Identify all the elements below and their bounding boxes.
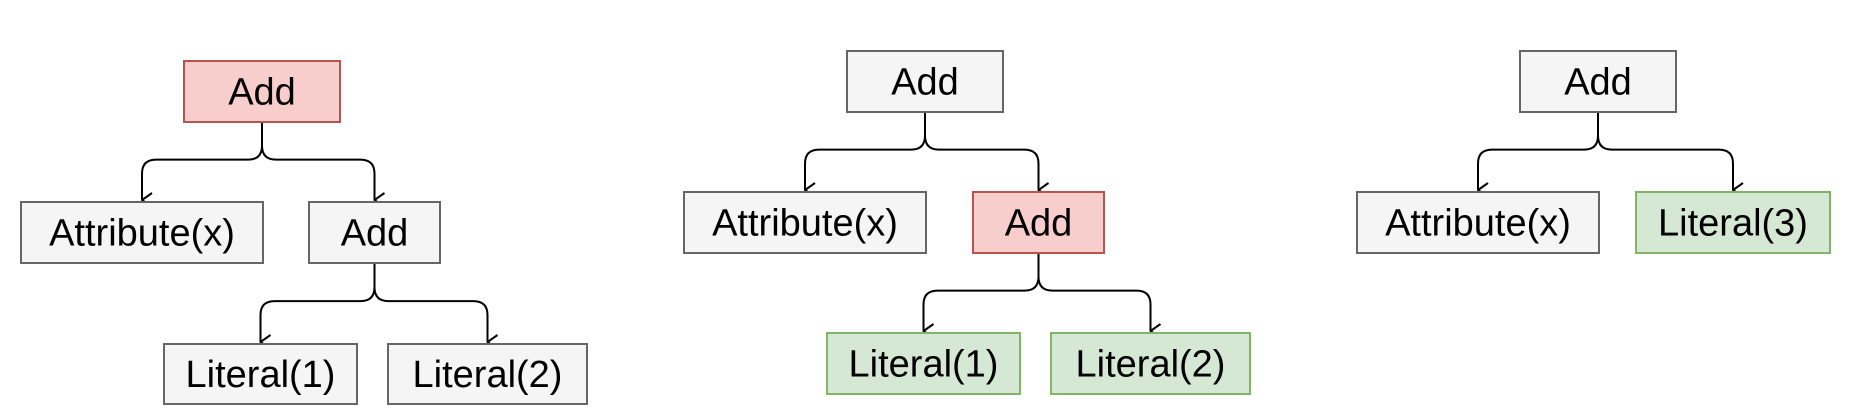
node-label: Literal(1) xyxy=(849,344,999,386)
tree-edge-arrow xyxy=(804,112,926,190)
tree-edge-arrow xyxy=(259,263,376,342)
tree-edge-arrow xyxy=(1597,112,1733,190)
node-box xyxy=(1050,332,1251,395)
tree-node-t2-add-root: Add xyxy=(846,50,1004,113)
node-label: Literal(3) xyxy=(1658,203,1808,245)
tree-node-t1-lit-2: Literal(2) xyxy=(387,343,588,405)
node-label: Add xyxy=(1005,203,1073,245)
node-box xyxy=(1635,191,1831,254)
tree-edge-arrow xyxy=(922,253,1040,331)
tree-node-t1-attr-x: Attribute(x) xyxy=(20,201,264,264)
node-label: Add xyxy=(891,62,959,104)
node-box xyxy=(972,191,1105,254)
node-box xyxy=(1356,191,1600,254)
node-box xyxy=(183,60,341,123)
tree-node-t1-lit-1: Literal(1) xyxy=(163,343,358,405)
node-label: Attribute(x) xyxy=(712,203,898,245)
node-box xyxy=(163,343,358,405)
tree-node-t3-lit-3: Literal(3) xyxy=(1635,191,1831,254)
tree-edge-arrow xyxy=(261,122,375,200)
node-box xyxy=(20,201,264,264)
node-box xyxy=(846,50,1004,113)
tree-edge-arrow xyxy=(1037,253,1151,331)
edge-layer xyxy=(141,112,1733,342)
tree-edge-arrow xyxy=(1477,112,1599,190)
tree-node-t2-add-inner: Add xyxy=(972,191,1105,254)
node-label: Add xyxy=(341,213,409,255)
tree-node-t3-attr-x: Attribute(x) xyxy=(1356,191,1600,254)
node-label: Literal(1) xyxy=(186,354,336,396)
node-box xyxy=(1519,50,1677,113)
tree-node-t2-attr-x: Attribute(x) xyxy=(683,191,927,254)
tree-node-t1-add-root: Add xyxy=(183,60,341,123)
node-label: Literal(2) xyxy=(413,354,563,396)
node-label: Attribute(x) xyxy=(49,213,235,255)
node-label: Add xyxy=(228,72,296,114)
tree-edge-arrow xyxy=(924,112,1039,190)
tree-edge-arrow xyxy=(373,263,488,342)
node-label: Attribute(x) xyxy=(1385,203,1571,245)
tree-edge-arrow xyxy=(141,122,263,200)
node-box xyxy=(826,332,1021,395)
tree-node-t3-add-root: Add xyxy=(1519,50,1677,113)
node-label: Literal(2) xyxy=(1076,344,1226,386)
node-layer: AddAttribute(x)AddLiteral(1)Literal(2)Ad… xyxy=(20,50,1831,405)
node-label: Add xyxy=(1564,62,1632,104)
tree-node-t2-lit-2: Literal(2) xyxy=(1050,332,1251,395)
tree-node-t2-lit-1: Literal(1) xyxy=(826,332,1021,395)
tree-node-t1-add-inner: Add xyxy=(308,201,441,264)
node-box xyxy=(308,201,441,264)
node-box xyxy=(683,191,927,254)
node-box xyxy=(387,343,588,405)
